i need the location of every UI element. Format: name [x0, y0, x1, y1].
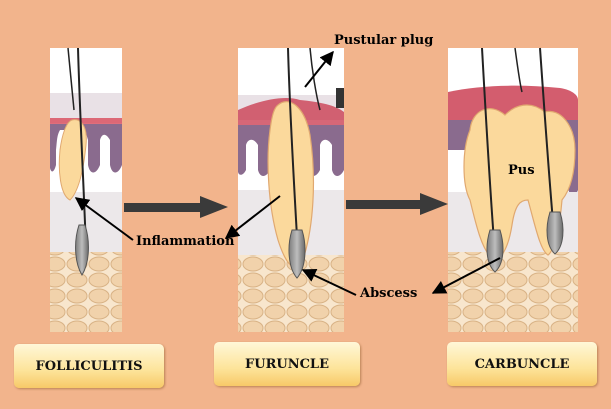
panel-folliculitis	[50, 47, 122, 332]
progression-arrow-1	[124, 196, 228, 218]
panel-carbuncle	[448, 47, 578, 332]
label-pus: Pus	[508, 163, 535, 178]
panel-furuncle	[238, 47, 344, 332]
abscess-pointer-left	[301, 269, 357, 296]
pustular-plug-pointer	[304, 50, 334, 88]
abscess-pointer-right	[431, 257, 501, 294]
inflammation-pointer-right	[224, 195, 281, 239]
stage-label-furuncle: FURUNCLE	[214, 342, 360, 386]
stage-label-folliculitis: FOLLICULITIS	[14, 344, 164, 388]
stage-label-carbuncle: CARBUNCLE	[447, 342, 597, 386]
label-abscess: Abscess	[360, 286, 418, 301]
label-inflammation: Inflammation	[136, 234, 235, 249]
label-pustular-plug: Pustular plug	[334, 33, 434, 48]
progression-arrow-2	[346, 193, 448, 215]
inflammation-pointer-left	[74, 197, 134, 241]
